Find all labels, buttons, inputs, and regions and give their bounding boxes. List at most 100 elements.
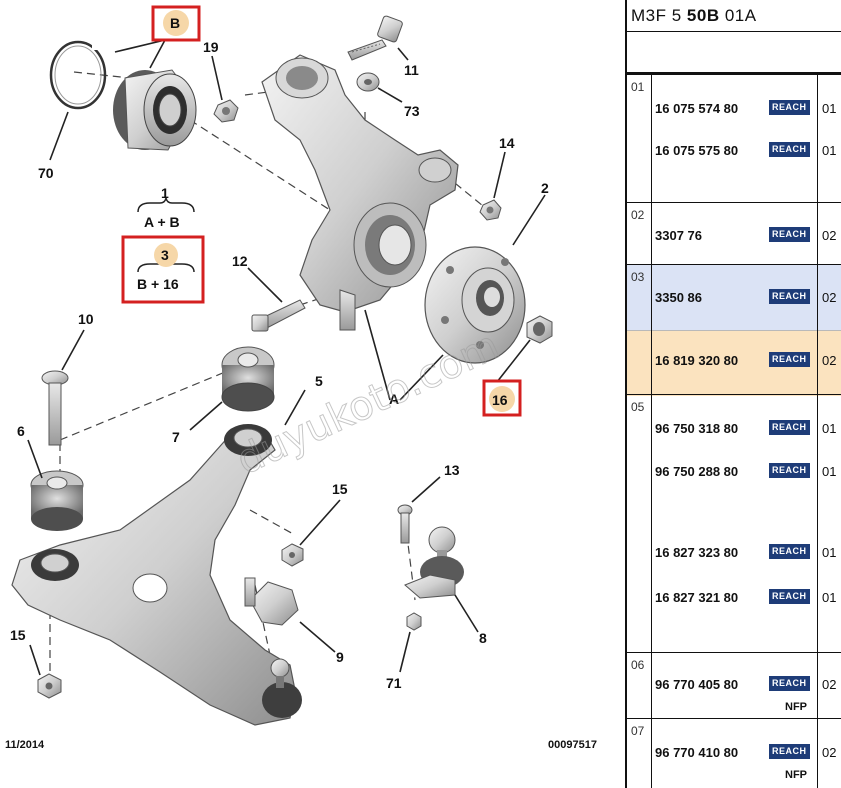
lower-control-arm-part	[11, 424, 296, 726]
part-number: 96 750 288 80	[655, 464, 739, 479]
callout-labels: B 19 11 73 70 14 2 1 A + B 3 B + 16 12 1…	[10, 15, 549, 691]
exploded-parts-diagram: B 19 11 73 70 14 2 1 A + B 3 B + 16 12 1…	[5, 5, 597, 751]
group-03: 03 3350 86 REACH 02 16 819 320 80 REACH …	[627, 264, 841, 396]
front-bushing-part	[30, 470, 84, 531]
table-row[interactable]: 3307 76 REACH 02	[655, 227, 841, 246]
callout-2: 2	[541, 180, 549, 196]
quantity: 02	[822, 228, 837, 243]
hub-nut-16-part	[526, 315, 553, 344]
group-index: 03	[631, 270, 645, 284]
callout-1: 1	[161, 185, 169, 201]
callout-10: 10	[78, 311, 94, 327]
part-number: 96 770 405 80	[655, 677, 739, 692]
leader-lines	[27, 39, 546, 676]
quantity: 01	[822, 545, 837, 560]
header-blank-row	[627, 32, 841, 74]
callout-8: 8	[479, 630, 487, 646]
bolt-11-part	[347, 15, 403, 61]
table-row[interactable]: 96 770 405 80 REACH 02	[655, 676, 841, 695]
callout-11: 11	[404, 62, 419, 78]
group-02: 02 3307 76 REACH 02	[627, 202, 841, 264]
quantity: 02	[822, 677, 837, 692]
callout-16: 16	[492, 392, 508, 408]
bolt-12-part	[251, 299, 306, 332]
group-index: 05	[631, 400, 645, 414]
nut-14-part	[479, 199, 502, 221]
ball-joint-8-part	[404, 526, 464, 599]
quantity: 01	[822, 464, 837, 479]
quantity: 01	[822, 101, 837, 116]
reach-badge: REACH	[769, 352, 810, 367]
bolt-13-part	[397, 504, 413, 544]
nut-15-mid-part	[281, 543, 304, 567]
group-index: 01	[631, 80, 645, 94]
header-bold: 50B	[686, 6, 720, 25]
group-06: 06 96 770 405 80 REACH 02 NFP	[627, 652, 841, 718]
reach-badge: REACH	[769, 100, 810, 115]
table-row[interactable]: 96 750 288 80 REACH 01	[655, 463, 841, 482]
callout-a: A	[389, 391, 399, 407]
wheel-hub-part	[424, 246, 526, 364]
callout-14: 14	[499, 135, 515, 151]
rear-bushing-part	[221, 346, 275, 412]
header-prefix: M3F 5	[631, 6, 687, 25]
reach-badge: REACH	[769, 589, 810, 604]
part-number: 16 075 575 80	[655, 143, 739, 158]
callout-71: 71	[386, 675, 402, 691]
washer-73-part	[356, 72, 380, 92]
footer-date: 11/2014	[5, 739, 45, 751]
callout-a-plus-b: A + B	[144, 214, 180, 230]
table-row[interactable]: 16 075 574 80 REACH 01	[655, 100, 841, 119]
bracket-9-part	[244, 577, 299, 626]
reach-badge: REACH	[769, 544, 810, 559]
part-number: 3307 76	[655, 228, 702, 243]
part-number: 96 770 410 80	[655, 745, 739, 760]
part-number: 16 827 321 80	[655, 590, 739, 605]
table-row[interactable]: 16 827 323 80 REACH 01	[655, 544, 841, 563]
footer-ref: 00097517	[548, 739, 597, 751]
callout-7: 7	[172, 429, 180, 445]
part-number: 96 750 318 80	[655, 421, 739, 436]
group-index: 07	[631, 724, 645, 738]
quantity: 02	[822, 290, 837, 305]
nut-15-bottom-part	[37, 673, 62, 699]
reach-badge: REACH	[769, 227, 810, 242]
table-row[interactable]: 3350 86 REACH 02	[655, 289, 841, 308]
callout-b: B	[170, 15, 180, 31]
reach-badge: REACH	[769, 289, 810, 304]
header-suffix: 01A	[719, 6, 757, 25]
table-row[interactable]: 16 075 575 80 REACH 01	[655, 142, 841, 161]
callout-15-mid: 15	[332, 481, 348, 497]
highlight-callout-b[interactable]	[151, 5, 201, 42]
quantity: 01	[822, 590, 837, 605]
table-row[interactable]: 96 770 410 80 REACH 02	[655, 744, 841, 763]
nfp-note: NFP	[785, 701, 807, 713]
group-07: 07 96 770 410 80 REACH 02 NFP	[627, 718, 841, 788]
quantity: 02	[822, 353, 837, 368]
callout-9: 9	[336, 649, 344, 665]
callout-70: 70	[38, 165, 54, 181]
highlight-callout-16[interactable]	[482, 379, 522, 417]
nut-71-part	[406, 612, 422, 631]
part-number: 16 075 574 80	[655, 101, 739, 116]
table-row[interactable]: 96 750 318 80 REACH 01	[655, 420, 841, 439]
quantity: 01	[822, 421, 837, 436]
part-number: 16 827 323 80	[655, 545, 739, 560]
reach-badge: REACH	[769, 420, 810, 435]
group-index: 06	[631, 658, 645, 672]
arm-ball-joint-part	[262, 658, 302, 718]
table-row[interactable]: 16 827 321 80 REACH 01	[655, 589, 841, 608]
callout-b-plus-16: B + 16	[137, 276, 179, 292]
circlip-part	[49, 40, 107, 110]
table-row[interactable]: 16 819 320 80 REACH 02	[655, 352, 841, 371]
callout-73: 73	[404, 103, 420, 119]
reach-badge: REACH	[769, 142, 810, 157]
callout-6: 6	[17, 423, 25, 439]
bolt-10-part	[41, 370, 69, 446]
callout-15-bottom: 15	[10, 627, 26, 643]
callout-5: 5	[315, 373, 323, 389]
group-index: 02	[631, 208, 645, 222]
quantity: 01	[822, 143, 837, 158]
highlight-callout-3[interactable]	[121, 235, 205, 304]
group-01: 01 16 075 574 80 REACH 01 16 075 575 80 …	[627, 74, 841, 202]
